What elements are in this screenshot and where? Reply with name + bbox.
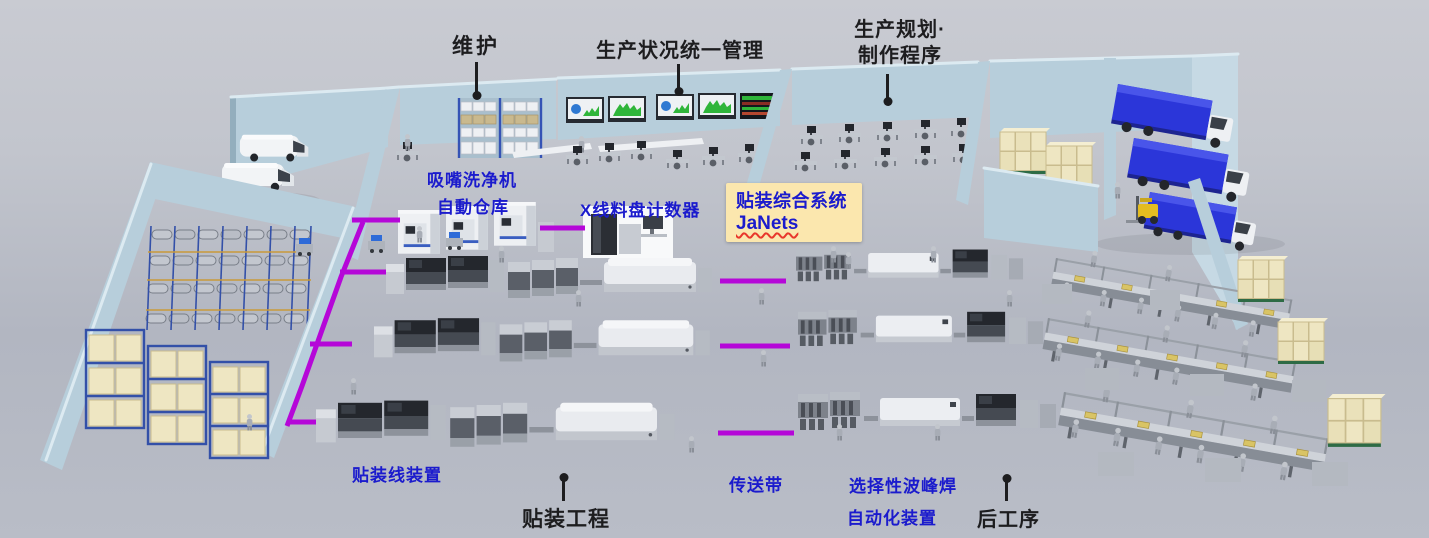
planning-office-desks <box>794 118 975 172</box>
shipping-area <box>982 84 1285 330</box>
label-mounting-line-devices: 贴装线装置 <box>352 466 442 485</box>
pointer-line <box>677 64 680 92</box>
pointer-line <box>1005 478 1008 501</box>
post-process-lines <box>1040 244 1387 486</box>
label-post-process: 后工序 <box>977 509 1040 531</box>
smt-line-3-right <box>798 392 1056 430</box>
label-mounting-process: 贴装工程 <box>522 508 610 531</box>
maintenance-shelf <box>457 98 543 158</box>
smt-line-3-left <box>316 400 675 447</box>
xray-counter-photo <box>583 206 673 258</box>
janets-name-label: JaNets <box>736 213 799 234</box>
label-maintenance: 维护 <box>452 35 500 58</box>
pointer-line <box>886 74 889 102</box>
label-production-status: 生产状况统一管理 <box>596 40 764 62</box>
label-automation-equipment: 自动化装置 <box>847 509 937 528</box>
forklift <box>1126 196 1158 224</box>
janets-note: 贴装综合系统 JaNets <box>726 183 862 242</box>
partition-walls <box>40 61 990 470</box>
nozzle-cleaner-benches <box>396 134 704 162</box>
pointer-line <box>562 477 565 501</box>
status-monitor-wall <box>566 93 774 123</box>
pointer-line <box>475 62 478 96</box>
label-nozzle-cleaner: 吸嘴洗净机 <box>427 171 517 190</box>
truck-bay-wall <box>1188 178 1248 330</box>
label-xray-reel-counter: X线料盘计数器 <box>580 201 701 220</box>
carton-racks <box>84 328 270 460</box>
janets-system-label: 贴装综合系统 <box>736 191 847 211</box>
bay-front-wall <box>984 168 1098 252</box>
smt-line-1-left <box>386 256 712 298</box>
label-production-planning: 生产规划·制作程序 <box>854 19 946 67</box>
warehouse-box-stack <box>999 127 1051 175</box>
smt-line-2-right <box>798 309 1044 346</box>
network-lines <box>284 217 794 436</box>
label-auto-warehouse: 自動仓库 <box>437 198 509 217</box>
reel-storage-racks <box>145 162 352 331</box>
smt-line-2-left <box>374 318 710 362</box>
label-conveyor: 传送带 <box>729 476 783 495</box>
smt-line-1-right <box>796 247 1024 282</box>
label-selective-wave: 选择性波峰焊 <box>849 477 957 496</box>
